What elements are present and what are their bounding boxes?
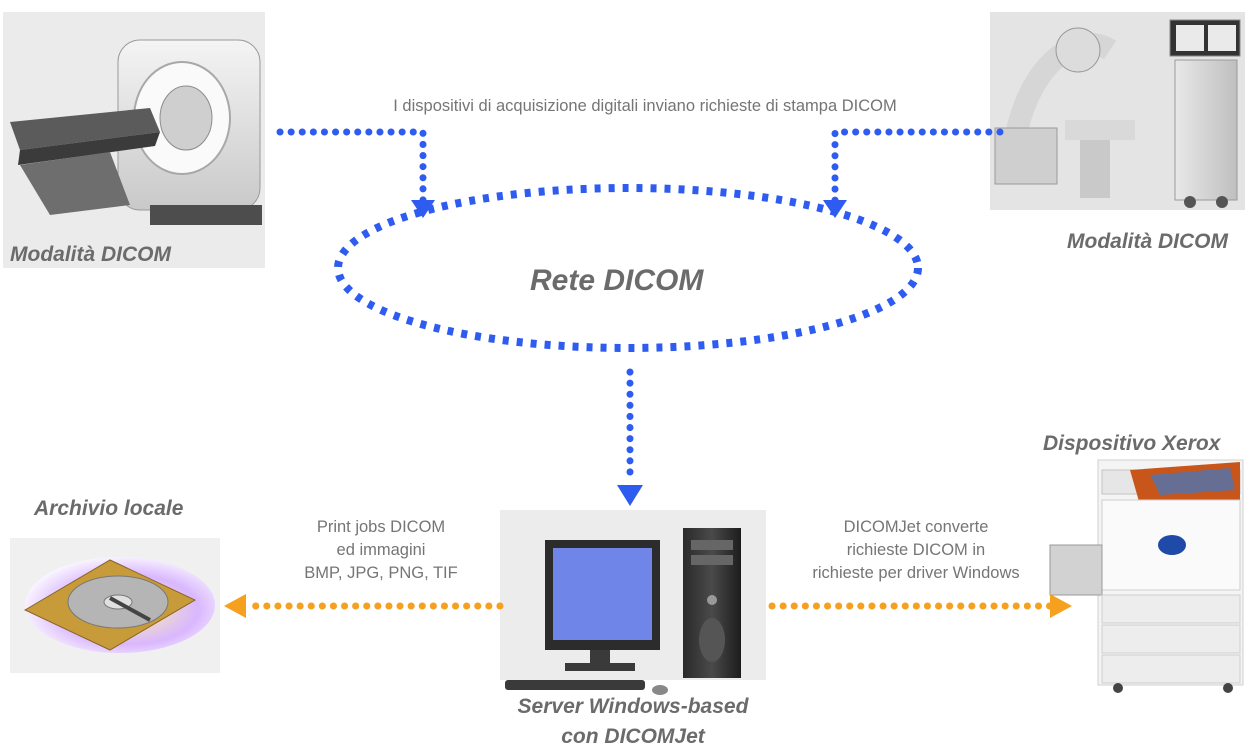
xerox-label: Dispositivo Xerox [1043,432,1221,455]
network-ellipse [334,184,922,352]
top-flow-note: I dispositivi di acquisizione digitali i… [393,97,897,115]
printer-flow-note: DICOMJet converte richieste DICOM in ric… [770,516,1062,585]
hard-disk-image [10,538,220,673]
archive-note-line-1: Print jobs DICOM [316,518,446,536]
flow-left-modality [276,128,427,206]
server-label-line-1: Server Windows-based [517,695,749,718]
ct-scanner-image [3,12,265,268]
printer-note-line-1: DICOMJet converte [843,518,989,536]
arrow-left-down [411,200,435,218]
modality-left-label: Modalità DICOM [10,243,171,266]
xerox-printer-image [1049,459,1244,693]
archive-label: Archivio locale [34,497,184,520]
flow-right-modality [831,128,1004,206]
server-label: Server Windows-based con DICOMJet [498,692,768,752]
archive-flow-note: Print jobs DICOM ed immagini BMP, JPG, P… [256,516,506,585]
archive-note-line-3: BMP, JPG, PNG, TIF [304,564,458,582]
arrow-server-down [617,485,643,506]
arrowheads-orange [224,594,1072,618]
network-label: Rete DICOM [530,264,704,297]
archive-note-line-2: ed immagini [336,541,426,559]
arrow-printer-right [1050,594,1072,618]
printer-note-line-3: richieste per driver Windows [812,564,1020,582]
modality-right-label: Modalità DICOM [1067,230,1228,253]
printer-note-line-2: richieste DICOM in [846,541,986,559]
network-flows [276,128,1004,486]
c-arm-image [990,12,1245,210]
server-image [500,510,766,695]
arrow-archive-left [224,594,246,618]
server-label-line-2: con DICOMJet [561,725,705,748]
